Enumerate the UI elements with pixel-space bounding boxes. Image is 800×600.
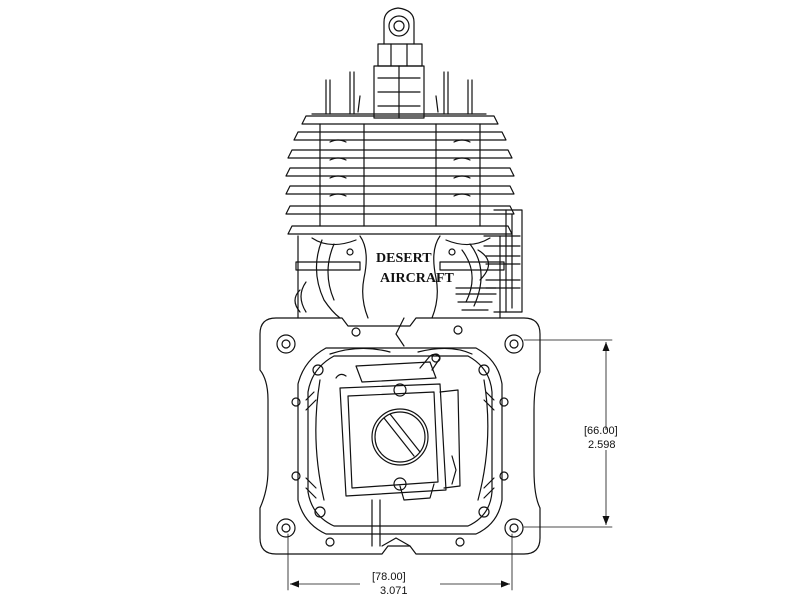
spark-plug [373, 7, 425, 119]
intake-flange [477, 209, 523, 313]
dimension-lines [287, 339, 613, 591]
crankcase-upper [294, 235, 505, 319]
vertical-dimension-metric: [66.00] [584, 425, 618, 437]
carburetor [335, 353, 461, 547]
logo-line-1: DESERT [376, 251, 432, 266]
logo-line-2: AIRCRAFT [380, 271, 455, 286]
vertical-dimension-imperial: 2.598 [588, 439, 616, 451]
inner-ring [297, 347, 503, 535]
mounting-plate [259, 317, 541, 555]
horizontal-dimension-metric: [78.00] [372, 571, 406, 583]
horizontal-dimension-imperial: 3.071 [380, 585, 408, 597]
cylinder-fins [285, 115, 515, 235]
head-pins [311, 71, 487, 115]
